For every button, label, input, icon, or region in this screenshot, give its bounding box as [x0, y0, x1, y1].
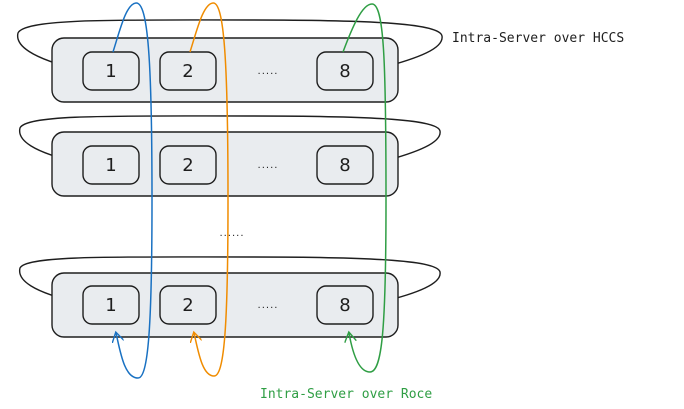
server-3: 1 2 ..... 8	[18, 256, 441, 338]
ring-npu-1	[113, 2, 153, 379]
server-2-hccs-loop	[18, 115, 441, 163]
servers-gap-dots: ......	[219, 228, 244, 239]
label-inter-roce: Intra-Server over Roce	[260, 387, 432, 402]
ring-npu-2	[189, 2, 229, 377]
npu-label: 1	[105, 155, 116, 176]
npu-label: 2	[182, 295, 193, 316]
npu-label: 1	[105, 295, 116, 316]
server-1-npu-2: 2	[159, 51, 217, 91]
server-2-npu-gap: .....	[258, 160, 279, 171]
server-3-npu-1: 1	[82, 285, 140, 325]
npu-label: 2	[182, 155, 193, 176]
server-3-npu-2: 2	[159, 285, 217, 325]
server-2-npu-8: 8	[316, 145, 374, 185]
server-2-npu-1: 1	[82, 145, 140, 185]
server-3-npu-8: 8	[316, 285, 374, 325]
npu-label: 2	[182, 61, 193, 82]
server-2-npu-2: 2	[159, 145, 217, 185]
npu-label: 8	[339, 61, 350, 82]
label-intra-hccs: Intra-Server over HCCS	[452, 31, 624, 46]
npu-label: 1	[105, 61, 116, 82]
server-1-box	[51, 37, 399, 103]
server-1-npu-gap: .....	[258, 66, 279, 77]
ring-npu-8	[342, 3, 387, 373]
npu-label: 8	[339, 155, 350, 176]
server-2-box	[51, 131, 399, 197]
server-1-npu-8: 8	[316, 51, 374, 91]
server-3-npu-gap: .....	[258, 300, 279, 311]
server-2: 1 2 ..... 8	[18, 115, 441, 197]
npu-label: 8	[339, 295, 350, 316]
server-1-npu-1: 1	[82, 51, 140, 91]
server-3-hccs-loop	[18, 256, 441, 303]
server-1-hccs-loop	[16, 19, 443, 70]
server-1: 1 2 ..... 8	[16, 19, 443, 103]
